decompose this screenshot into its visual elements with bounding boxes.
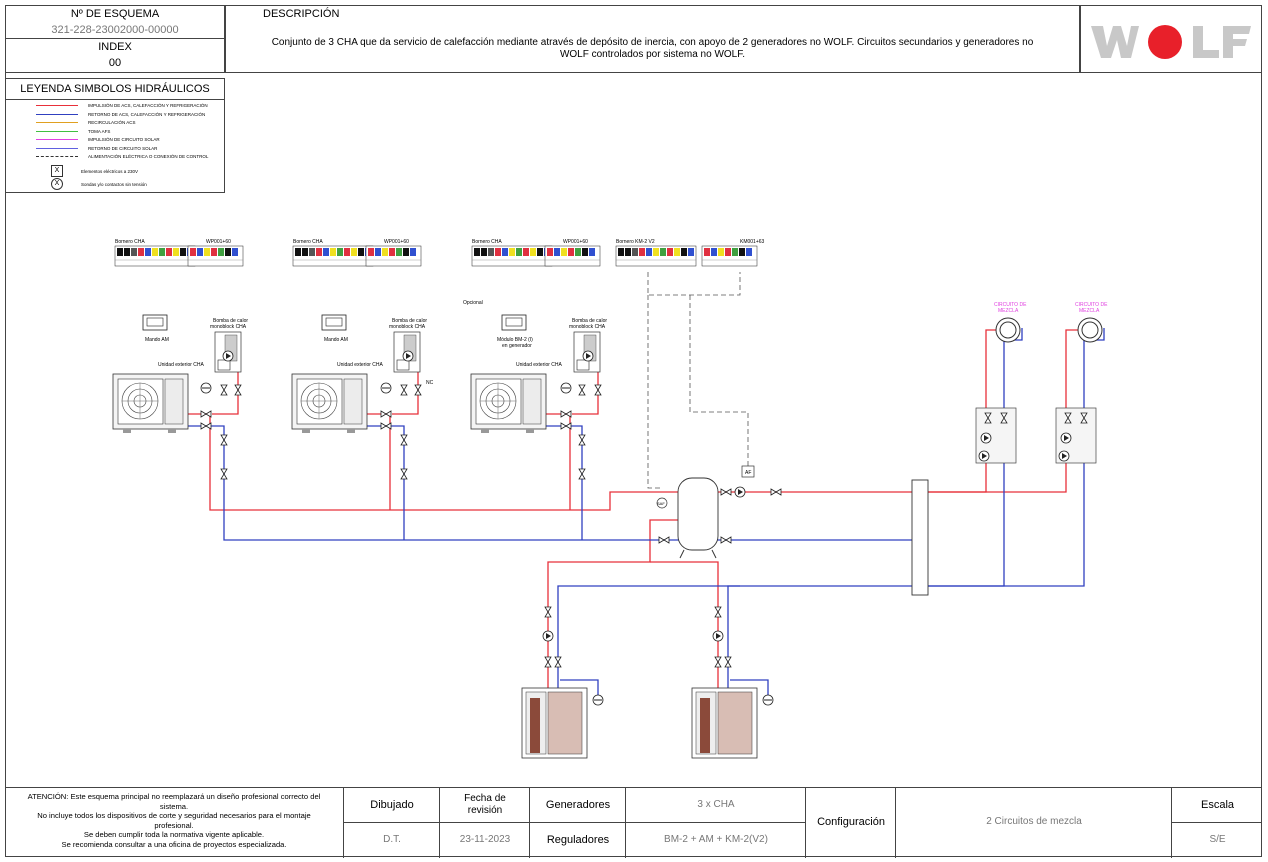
revision-label-2: revisión bbox=[467, 805, 503, 816]
legend-label-2: RETORNO DE ACS, CALEFACCIÓN Y REFRIGERAC… bbox=[88, 111, 206, 117]
legend-label-6: RETORNO DE CIRCUITO SOLAR bbox=[88, 145, 158, 151]
warning-line-5: Se deben cumplir toda la normativa vigen… bbox=[83, 830, 265, 839]
legend-label-7: ALIMENTACIÓN ELÉCTRICA O CONEXIÓN DE CON… bbox=[88, 154, 209, 159]
regulators-label: Reguladores bbox=[546, 834, 610, 846]
legend-label-1: IMPULSIÓN DE ACS, CALEFACCIÓN Y REFRIGER… bbox=[88, 103, 208, 108]
legend-label-5: IMPULSIÓN DE CIRCUITO SOLAR bbox=[88, 137, 160, 142]
legend-line-6 bbox=[36, 147, 78, 149]
generators-label: Generadores bbox=[545, 799, 611, 811]
legend-line-4 bbox=[36, 130, 78, 132]
generators-cell: Generadores Reguladores bbox=[529, 788, 625, 858]
legend-line-5 bbox=[36, 139, 78, 140]
configuration-value-cell: 2 Circuitos de mezcla bbox=[895, 788, 1171, 858]
scale-value: S/E bbox=[1209, 834, 1226, 845]
drawn-value: D.T. bbox=[383, 834, 401, 845]
legend-line-7 bbox=[36, 156, 78, 157]
index-value: 00 bbox=[108, 57, 122, 69]
revision-value: 23-11-2023 bbox=[459, 834, 511, 845]
scheme-number: 321-228-23002000-00000 bbox=[51, 24, 179, 36]
drawn-cell: Dibujado D.T. bbox=[343, 788, 439, 858]
configuration-label: Configuración bbox=[817, 816, 885, 828]
logo-block: WOLF bbox=[1080, 5, 1262, 73]
generators-value-cell: 3 x CHA BM-2 + AM + KM-2(V2) bbox=[625, 788, 805, 858]
revision-label-1: Fecha de bbox=[464, 793, 506, 804]
logo-text: WOLF bbox=[1165, 45, 1168, 47]
legend-line-1 bbox=[36, 105, 78, 106]
warning-text: ATENCIÓN: Este esquema principal no reem… bbox=[5, 792, 343, 849]
description-label: DESCRIPCIÓN bbox=[263, 8, 340, 20]
warning-line-4: profesional. bbox=[154, 820, 194, 830]
legend-symbol-x-label: Elementos eléctricos a 230V bbox=[81, 169, 139, 174]
revision-cell: Fecha de revisión 23-11-2023 bbox=[439, 788, 529, 858]
drawn-label: Dibujado bbox=[370, 799, 414, 811]
electric-symbol-icon: X bbox=[51, 165, 63, 177]
sensor-symbol-icon: X bbox=[51, 178, 63, 190]
description-line-1: Conjunto de 3 CHA que da servicio de cal… bbox=[271, 37, 1034, 48]
description-block: DESCRIPCIÓN Conjunto de 3 CHA que da ser… bbox=[225, 5, 1080, 73]
description-line-2: WOLF controlados por sistema no WOLF. bbox=[559, 49, 746, 60]
scale-cell: Escala S/E bbox=[1171, 788, 1262, 858]
warning-line-2: sistema. bbox=[159, 801, 189, 811]
warning-line-6: Se recomienda consultar a una oficina de… bbox=[61, 839, 287, 849]
scheme-number-label: Nº DE ESQUEMA bbox=[70, 8, 160, 20]
regulators-value: BM-2 + AM + KM-2(V2) bbox=[664, 834, 768, 845]
legend-symbol-circle-label: Sondas y/o contactos sin tensión bbox=[81, 182, 147, 187]
warning-line-1: ATENCIÓN: Este esquema principal no reem… bbox=[27, 792, 321, 801]
legend-label-4: TOMA AFS bbox=[88, 128, 111, 134]
generators-value: 3 x CHA bbox=[697, 799, 735, 810]
scale-label: Escala bbox=[1200, 799, 1235, 811]
legend-title: LEYENDA SIMBOLOS HIDRÁULICOS bbox=[20, 83, 210, 95]
configuration-value: 2 Circuitos de mezcla bbox=[986, 816, 1082, 827]
title-block: ATENCIÓN: Este esquema principal no reem… bbox=[5, 787, 1262, 858]
wolf-logo: WOLF bbox=[1091, 25, 1251, 59]
index-label: INDEX bbox=[98, 41, 132, 53]
warning-line-3: No incluye todos los dispositivos de cor… bbox=[37, 811, 311, 820]
legend-line-3 bbox=[36, 122, 78, 123]
configuration-cell: Configuración bbox=[805, 788, 895, 858]
legend-label-3: RECIRCULACIÓN ACS bbox=[88, 120, 136, 125]
hydraulic-legend: LEYENDA SIMBOLOS HIDRÁULICOS IMPULSIÓN D… bbox=[5, 78, 225, 193]
legend-line-2 bbox=[36, 113, 78, 115]
scheme-number-block: Nº DE ESQUEMA 321-228-23002000-00000 IND… bbox=[5, 5, 225, 73]
